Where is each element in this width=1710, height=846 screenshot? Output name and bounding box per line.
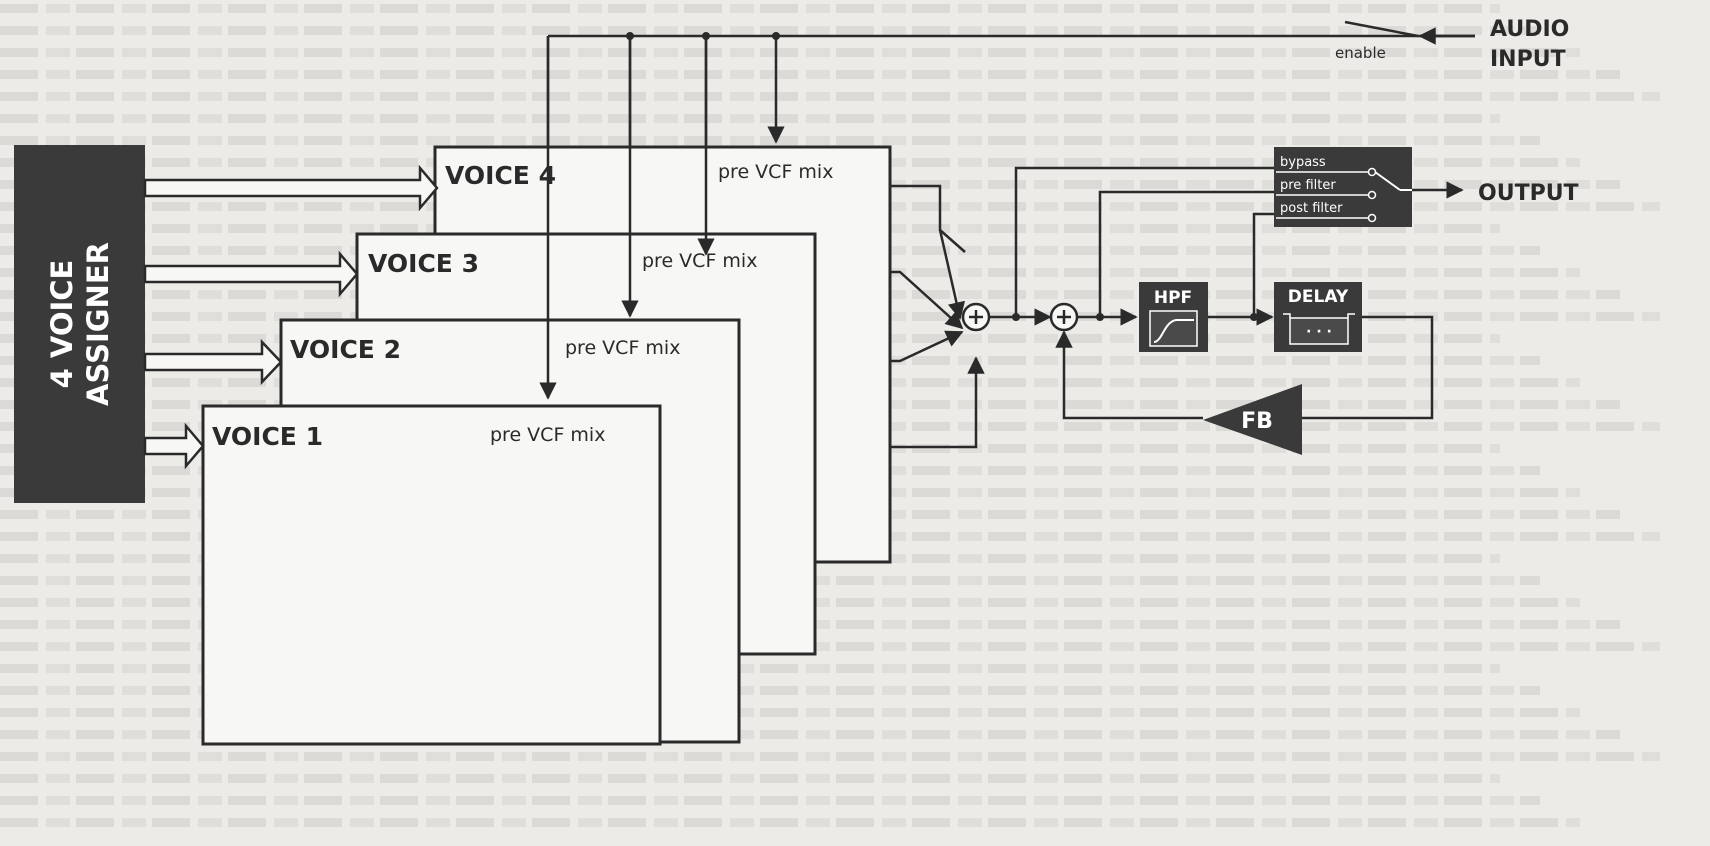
voice-2-title: VOICE 2	[290, 335, 401, 364]
fb-amplifier: FB	[1203, 384, 1302, 455]
output-label: OUTPUT	[1478, 181, 1579, 206]
enable-label: enable	[1335, 44, 1386, 62]
assigner-label-2: ASSIGNER	[81, 242, 115, 406]
output-switch-block: bypass pre filter post filter	[1274, 147, 1412, 227]
switch-bypass-label: bypass	[1280, 155, 1326, 170]
assigner-arrows	[143, 164, 439, 470]
sum-junction-1	[961, 302, 991, 332]
delay-dots: · · ·	[1306, 324, 1332, 340]
enable-switch	[1344, 20, 1419, 38]
voice-3-title: VOICE 3	[368, 249, 479, 278]
voice-1-card: VOICE 1 pre VCF mix	[201, 404, 662, 746]
hpf-label: HPF	[1154, 288, 1192, 308]
audio-input-label-1: AUDIO	[1490, 17, 1569, 42]
voice-1-title: VOICE 1	[212, 422, 323, 451]
audio-input-label-2: INPUT	[1490, 47, 1566, 72]
voice-4-mix-label: pre VCF mix	[718, 161, 833, 183]
voice-4-title: VOICE 4	[445, 161, 556, 190]
delay-label: DELAY	[1288, 287, 1349, 307]
switch-pre-filter-label: pre filter	[1280, 178, 1336, 193]
fb-label: FB	[1241, 409, 1273, 434]
hpf-block: HPF	[1139, 282, 1208, 352]
fb-to-sum2	[1055, 330, 1203, 420]
switch-post-filter-label: post filter	[1280, 201, 1343, 216]
delay-block: DELAY · · ·	[1274, 282, 1362, 352]
delay-to-fb	[1300, 315, 1434, 420]
audio-taps-overlay	[539, 36, 715, 400]
voice-2-mix-label: pre VCF mix	[565, 337, 680, 359]
bypass-feed	[1014, 166, 1290, 317]
pre-filter-feed	[1098, 190, 1290, 317]
voice-1-mix-label: pre VCF mix	[490, 424, 605, 446]
assigner-label-1: 4 VOICE	[45, 260, 79, 389]
sum-junction-2	[1049, 302, 1079, 332]
voice-assigner-block: 4 VOICE ASSIGNER	[14, 145, 145, 503]
voice-3-mix-label: pre VCF mix	[642, 250, 757, 272]
